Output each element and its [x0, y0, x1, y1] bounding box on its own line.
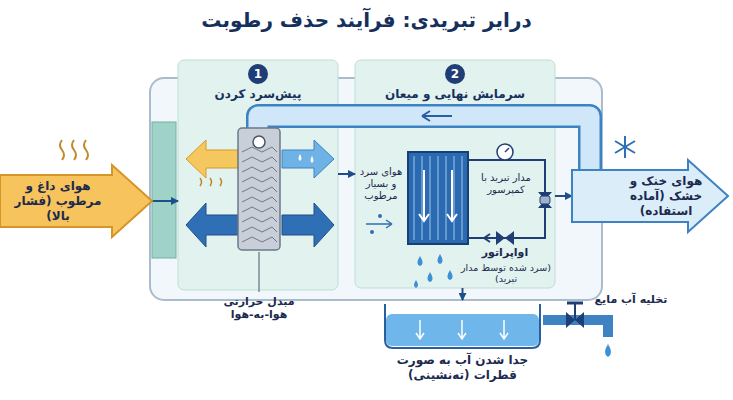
compressor-valve: [538, 192, 552, 208]
flow-arrow: [419, 170, 429, 221]
snowflake-stroke: [615, 141, 635, 153]
tank-caption: جدا شدن آب به صورت قطرات (ته‌نشینی): [380, 353, 545, 383]
settle-arrow: [416, 320, 424, 339]
water: [386, 314, 539, 346]
snowflake-stroke: [615, 141, 635, 153]
fin-stroke: [454, 156, 455, 240]
plate-stroke: [242, 207, 277, 212]
fin-stroke: [438, 156, 439, 240]
plate-stroke: [242, 177, 277, 182]
note-label: تخلیه آب مایع: [588, 293, 674, 306]
flow-arrow: [484, 234, 490, 242]
valve-handle: [567, 302, 583, 305]
stage-panel: [178, 60, 338, 290]
stage-panel: [355, 60, 555, 288]
part-name: اواپراتور: [470, 246, 540, 259]
plate-stroke: [242, 167, 277, 172]
arrow-outline: [0, 165, 152, 237]
note-label: مدار تبرید با کمپرسور: [471, 172, 541, 196]
water-drops: [414, 254, 453, 288]
air-label: هوای خنک و خشک (آماده استفاده): [612, 174, 720, 219]
plate-stroke: [242, 217, 277, 222]
cold-air-arrow: [186, 203, 238, 247]
water-tank: جدا شدن آب به صورت قطرات (ته‌نشینی): [380, 300, 545, 392]
flow-connector: [555, 195, 572, 197]
water-drop: [438, 254, 443, 264]
valve-stem: [574, 304, 576, 320]
hot-air-arrow: [186, 140, 238, 178]
flow-connector: [462, 288, 464, 300]
fin-stroke: [414, 156, 415, 240]
cold-air-arrow: [282, 203, 334, 247]
arrow-outline: [572, 160, 728, 232]
water-drop: [605, 344, 611, 357]
air-arrow: هوای خنک و خشک (آماده استفاده): [572, 160, 728, 232]
tank-outline: [385, 304, 540, 348]
fin-stroke: [462, 156, 463, 240]
refrigerant-circuit: [468, 160, 545, 238]
exchanger-plates: [242, 147, 277, 242]
water-drop: [448, 270, 453, 280]
plate-stroke: [242, 227, 277, 232]
stage-heading: پیش‌سرد کردن: [182, 87, 334, 102]
evaporator-fins: [414, 156, 462, 240]
fin-stroke: [422, 156, 423, 240]
heat-waves: [60, 140, 88, 160]
water-drop: [418, 256, 423, 266]
part-name: مبدل حرارتی هوا-به-هوا: [212, 295, 306, 321]
water-drop: [414, 280, 418, 288]
plate-stroke: [242, 157, 277, 162]
plate-stroke: [242, 237, 277, 242]
air-label: هوای داغ و مرطوب (فشار بالا): [4, 179, 112, 224]
flow-arrow: [422, 111, 452, 121]
flow-connector: [338, 173, 355, 175]
settle-arrow: [500, 320, 508, 339]
settle-arrow: [458, 320, 466, 339]
note-label: هوای سرد و بسیار مرطوب: [356, 166, 406, 202]
flow-arrow: [447, 170, 457, 221]
leader-line: [259, 252, 260, 292]
flow-connector: [152, 200, 178, 202]
expansion-valve: [496, 231, 514, 245]
gauge-needle: [505, 148, 509, 152]
compressor-body: [540, 196, 550, 204]
gauge: [253, 136, 265, 148]
cooled-air-arrow: [282, 140, 334, 178]
callout-number: 1: [248, 64, 268, 84]
drain-pipe: [603, 315, 613, 337]
snowflake-icon: [615, 136, 635, 158]
inlet-filter: [152, 122, 176, 258]
moisture-dot: [370, 230, 374, 234]
tank-shape: [380, 300, 545, 350]
stage-panel: 1 پیش‌سرد کردن: [178, 60, 338, 290]
moisture-drops: [299, 154, 314, 163]
water-drop: [428, 272, 433, 282]
plate-stroke: [242, 197, 277, 202]
fin-stroke: [446, 156, 447, 240]
pressure-gauge: [497, 144, 513, 160]
flow-arrow: [366, 220, 392, 228]
callout-number: 2: [445, 64, 465, 84]
moisture-dot: [378, 214, 382, 218]
fin-stroke: [430, 156, 431, 240]
heat-exchanger: [238, 128, 280, 250]
stage-heading: سرمایش نهایی و میعان: [359, 87, 551, 102]
heat-waves: [200, 178, 222, 186]
note-label: (سرد شده توسط مدار تبرید): [458, 262, 554, 285]
evaporator: [408, 152, 468, 244]
air-arrow: هوای داغ و مرطوب (فشار بالا): [0, 165, 152, 237]
diagram-title: درایر تبریدی: فرآیند حذف رطوبت: [0, 8, 733, 32]
plate-stroke: [242, 187, 277, 192]
